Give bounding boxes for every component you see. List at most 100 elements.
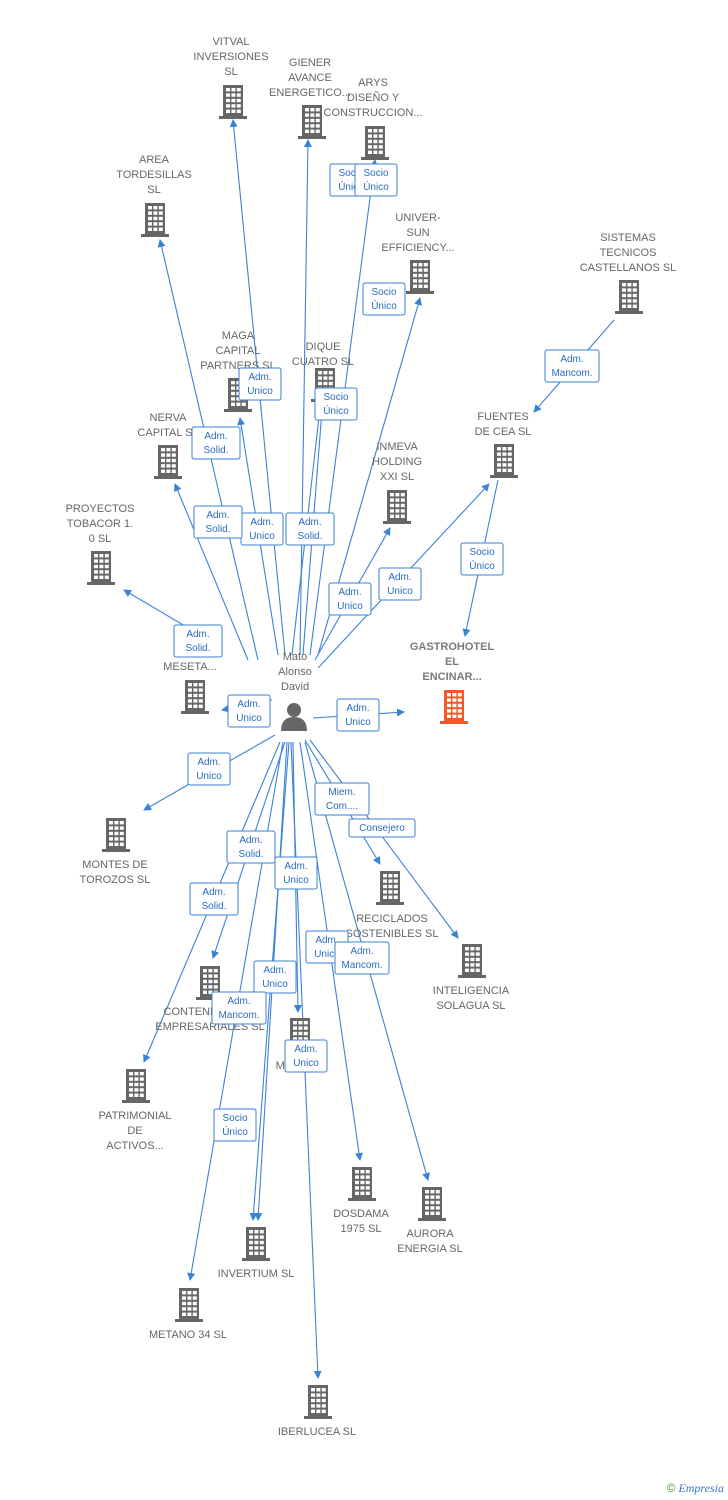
relation-label[interactable]: Adm.Solid.	[173, 624, 223, 658]
company-name: ENERGETICO...	[269, 87, 351, 99]
relation-label-text: Consejero	[359, 823, 405, 834]
building-icon	[440, 690, 468, 724]
relation-label-box	[253, 960, 297, 994]
relation-label[interactable]: Adm. Unico	[240, 512, 284, 546]
relation-label-text: Unico	[337, 601, 363, 612]
company-name: INMEVA	[376, 441, 418, 453]
company-name: CUATRO SL	[292, 356, 354, 368]
relation-label-text: Com....	[326, 801, 358, 812]
nodes-layer: VITVALINVERSIONESSLGIENERAVANCEENERGETIC…	[66, 36, 677, 1438]
company-name: EL	[445, 656, 459, 668]
relation-label[interactable]: Consejero	[348, 818, 416, 838]
company-name: DE	[127, 1125, 142, 1137]
company-node-iberlucea[interactable]: IBERLUCEA SL	[278, 1385, 356, 1438]
relation-label-text: Solid.	[201, 901, 226, 912]
relation-label-text: Unico	[249, 531, 275, 542]
company-node-giener[interactable]: GIENERAVANCEENERGETICO...	[269, 57, 351, 139]
relation-label-text: Socio	[469, 547, 494, 558]
company-name: RECICLADOS	[356, 913, 428, 925]
company-name: METANO 34 SL	[149, 1329, 227, 1341]
relation-label-text: Unico	[236, 713, 262, 724]
company-node-invertium[interactable]: INVERTIUM SL	[218, 1227, 295, 1280]
relation-label[interactable]: Adm.Unico	[187, 752, 231, 786]
building-icon	[361, 126, 389, 160]
relation-label[interactable]: Adm.Unico	[274, 856, 318, 890]
relation-label[interactable]: Adm. Unico	[328, 582, 372, 616]
relation-label-text: Único	[469, 559, 495, 572]
relation-label-text: Único	[323, 404, 349, 417]
person-icon	[281, 703, 307, 731]
relation-label[interactable]: Adm.Solid.	[189, 882, 239, 916]
relation-label[interactable]: Adm.Mancom.	[544, 349, 600, 383]
relation-label-box	[378, 567, 422, 601]
building-icon	[348, 1167, 376, 1201]
company-name: EFFICIENCY...	[381, 242, 454, 254]
relation-label-text: Mancom.	[341, 960, 382, 971]
relation-label-box	[187, 752, 231, 786]
building-icon	[406, 260, 434, 294]
company-name: UNIVER-	[395, 212, 441, 224]
relation-label-text: Solid.	[238, 849, 263, 860]
building-icon	[181, 680, 209, 714]
relation-label[interactable]: Adm.Unico	[253, 960, 297, 994]
relation-label[interactable]: Adm.Solid.	[193, 505, 243, 539]
relation-label-text: Adm.	[186, 629, 209, 640]
relation-label[interactable]: Adm.Solid.	[191, 426, 241, 460]
relation-label-text: Solid.	[205, 524, 230, 535]
company-node-gastrohotel[interactable]: GASTROHOTELELENCINAR...	[410, 641, 495, 724]
relation-label-box	[189, 882, 239, 916]
relation-label[interactable]: Adm.Unico	[284, 1039, 328, 1073]
relation-label[interactable]: Adm.Unico	[336, 698, 380, 732]
relation-label[interactable]: Adm.Solid.	[285, 512, 335, 546]
relation-label-text: Adm.	[315, 935, 338, 946]
company-name: 1975 SL	[341, 1223, 382, 1235]
relation-label[interactable]: Adm.Solid.	[226, 830, 276, 864]
relation-label[interactable]: Miem.Com....	[314, 782, 370, 816]
relation-label[interactable]: Adm.Unico	[227, 694, 271, 728]
company-name: DISEÑO Y	[347, 91, 400, 104]
relation-label-text: Adm.	[346, 703, 369, 714]
company-node-metano[interactable]: METANO 34 SL	[149, 1288, 227, 1341]
relation-label[interactable]: Adm.Mancom.	[211, 991, 267, 1025]
relation-label[interactable]: Adm.Unico	[238, 367, 282, 401]
copyright-symbol: ©	[666, 1481, 676, 1495]
relation-label-text: Adm.	[338, 587, 361, 598]
company-name: DE CEA SL	[475, 426, 532, 438]
company-name: ENCINAR...	[422, 671, 481, 683]
relation-label-text: Adm.	[250, 517, 273, 528]
company-name: INVERTIUM SL	[218, 1268, 295, 1280]
footer-brand[interactable]: ©Empresia	[667, 1481, 724, 1496]
company-name: PROYECTOS	[66, 503, 135, 515]
edge-person-nerva	[173, 483, 249, 661]
company-name: CAPITAL SL	[137, 427, 198, 439]
company-name: SOSTENIBLES SL	[346, 928, 439, 940]
relation-label-box	[284, 1039, 328, 1073]
relation-label-text: Adm.	[298, 517, 321, 528]
company-name: DIQUE	[306, 341, 341, 353]
building-icon	[122, 1069, 150, 1103]
relation-label[interactable]: Adm.Unico	[378, 567, 422, 601]
relation-label[interactable]: Adm.Mancom.	[334, 941, 390, 975]
company-node-reciclados[interactable]: RECICLADOS SOSTENIBLES SL	[346, 871, 439, 940]
company-node-patrimonial[interactable]: PATRIMONIALDEACTIVOS...	[99, 1069, 172, 1152]
company-node-univer[interactable]: UNIVER-SUNEFFICIENCY...	[381, 212, 455, 294]
